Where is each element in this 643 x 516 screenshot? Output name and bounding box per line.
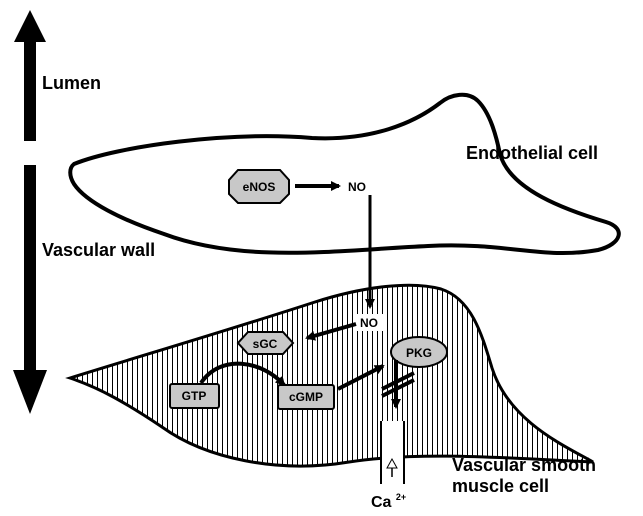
endothelial-no-label: NO [348,180,366,194]
vascular-wall-label: Vascular wall [42,240,155,260]
lumen-label: Lumen [42,73,101,93]
smooth-muscle-no-node: NO [356,314,383,331]
enos-label: eNOS [243,180,276,194]
cgmp-label: cGMP [289,390,323,404]
gtp-label: GTP [182,389,207,403]
sgc-node: sGC [238,332,293,354]
smooth-muscle-cell-shape [70,285,593,466]
endothelial-cell-label: Endothelial cell [466,143,598,163]
pkg-label: PKG [406,346,432,360]
enos-node: eNOS [229,170,289,203]
sgc-label: sGC [253,337,278,351]
smooth-muscle-label-line2: muscle cell [452,476,549,496]
calcium-label: Ca 2+ [371,492,406,511]
pkg-node: PKG [391,337,447,367]
cgmp-node: cGMP [278,385,334,409]
endothelial-cell-shape [70,95,619,253]
calcium-base-text: Ca [371,494,392,511]
gtp-node: GTP [170,384,219,408]
calcium-charge-text: 2+ [396,492,406,502]
smooth-muscle-label-line1: Vascular smooth [452,455,596,475]
vascular-wall-axis-arrow [13,165,47,414]
smooth-muscle-no-label: NO [360,316,378,330]
